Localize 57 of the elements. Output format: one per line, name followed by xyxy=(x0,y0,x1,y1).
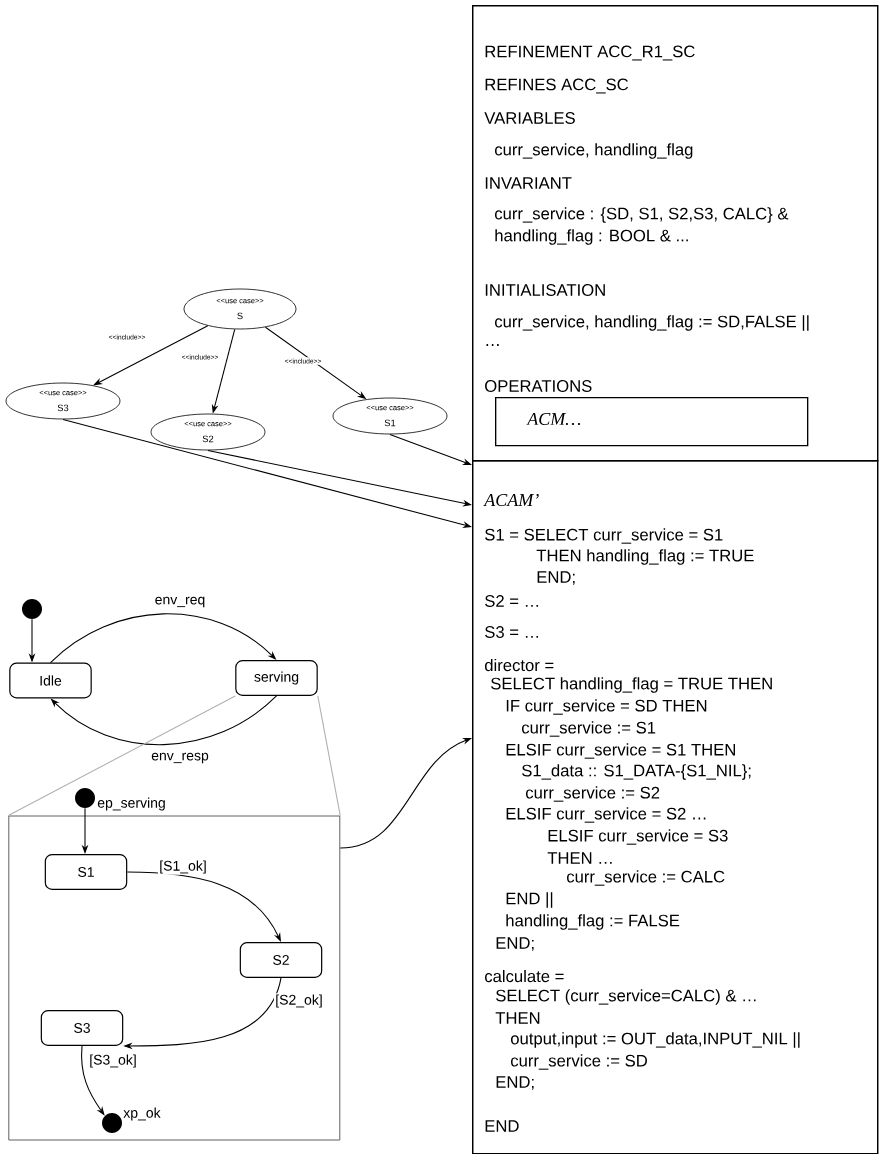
connector-line xyxy=(7,695,236,817)
code-line: SELECT (curr_service=CALC) & … xyxy=(496,989,756,1005)
code-line: calculate = xyxy=(485,969,564,983)
state-dot xyxy=(22,599,42,619)
state-label: ep_serving xyxy=(97,797,165,811)
code-line: handling_flag := FALSE xyxy=(506,914,680,930)
arrow xyxy=(339,738,472,849)
code-line: S1_data :: S1_DATA-{S1_NIL}; xyxy=(522,764,751,780)
code-line: S2 = … xyxy=(485,595,539,607)
connector-line xyxy=(317,695,341,817)
code-line: S1 = SELECT curr_service = S1 xyxy=(485,528,723,544)
edge-label: [S1_ok] xyxy=(157,859,209,875)
code-line: REFINEMENT ACC_R1_SC xyxy=(485,45,695,61)
code-line: ACM… xyxy=(526,412,581,426)
code-line: ELSIF curr_service = S1 THEN xyxy=(506,743,735,759)
code-line: END; xyxy=(496,1076,534,1090)
code-line: OPERATIONS xyxy=(485,380,592,392)
code-line: S3 = … xyxy=(485,626,539,638)
state-label: xp_ok xyxy=(123,1107,161,1121)
code-line: handling_flag : BOOL & ... xyxy=(495,229,688,245)
code-line: END; xyxy=(537,571,575,585)
code-line: INVARIANT xyxy=(485,177,572,189)
state-box: S2 xyxy=(239,942,323,978)
edge-label: [S3_ok] xyxy=(87,1053,139,1069)
code-line: THEN … xyxy=(547,852,612,864)
code-line: ELSIF curr_service = S2 … xyxy=(506,807,706,823)
code-line: curr_service := S2 xyxy=(526,786,660,802)
code-line: director = xyxy=(484,658,554,672)
code-line: END; xyxy=(496,937,534,951)
code-line: … xyxy=(486,344,499,346)
code-line: SELECT handling_flag = TRUE THEN xyxy=(491,677,772,693)
code-line: curr_service : {SD, S1, S2,S3, CALC} & xyxy=(495,207,789,223)
code-line: curr_service := SD xyxy=(511,1054,647,1070)
state-box: serving xyxy=(235,660,318,696)
edge-label: env_req xyxy=(153,595,207,609)
code-line: ELSIF curr_service = S3 xyxy=(548,829,728,845)
code-line: curr_service, handling_flag := SD,FALSE || xyxy=(495,315,809,331)
arrow xyxy=(389,433,472,465)
code-line: END || xyxy=(506,892,553,908)
code-line: output,input := OUT_data,INPUT_NIL || xyxy=(510,1032,800,1048)
code-line: curr_service := CALC xyxy=(567,870,725,886)
code-line: END xyxy=(485,1120,519,1132)
code-line: IF curr_service = SD THEN xyxy=(506,699,707,715)
state-box: S3 xyxy=(40,1010,124,1046)
edge-label: env_resp xyxy=(149,751,211,765)
code-line: curr_service, handling_flag xyxy=(495,143,693,159)
edge-label: [S2_ok] xyxy=(273,993,325,1009)
state-box: S1 xyxy=(44,854,128,890)
code-line: REFINES ACC_SC xyxy=(485,78,629,94)
state-box: Idle xyxy=(9,662,92,699)
detail-frame xyxy=(8,815,341,1141)
code-line: INITIALISATION xyxy=(485,284,605,296)
code-line: ACAM’ xyxy=(483,493,539,507)
code-line: curr_service := S1 xyxy=(522,721,656,737)
code-line: THEN handling_flag := TRUE xyxy=(536,549,754,565)
code-line: VARIABLES xyxy=(484,112,575,124)
code-line: THEN xyxy=(495,1012,540,1024)
